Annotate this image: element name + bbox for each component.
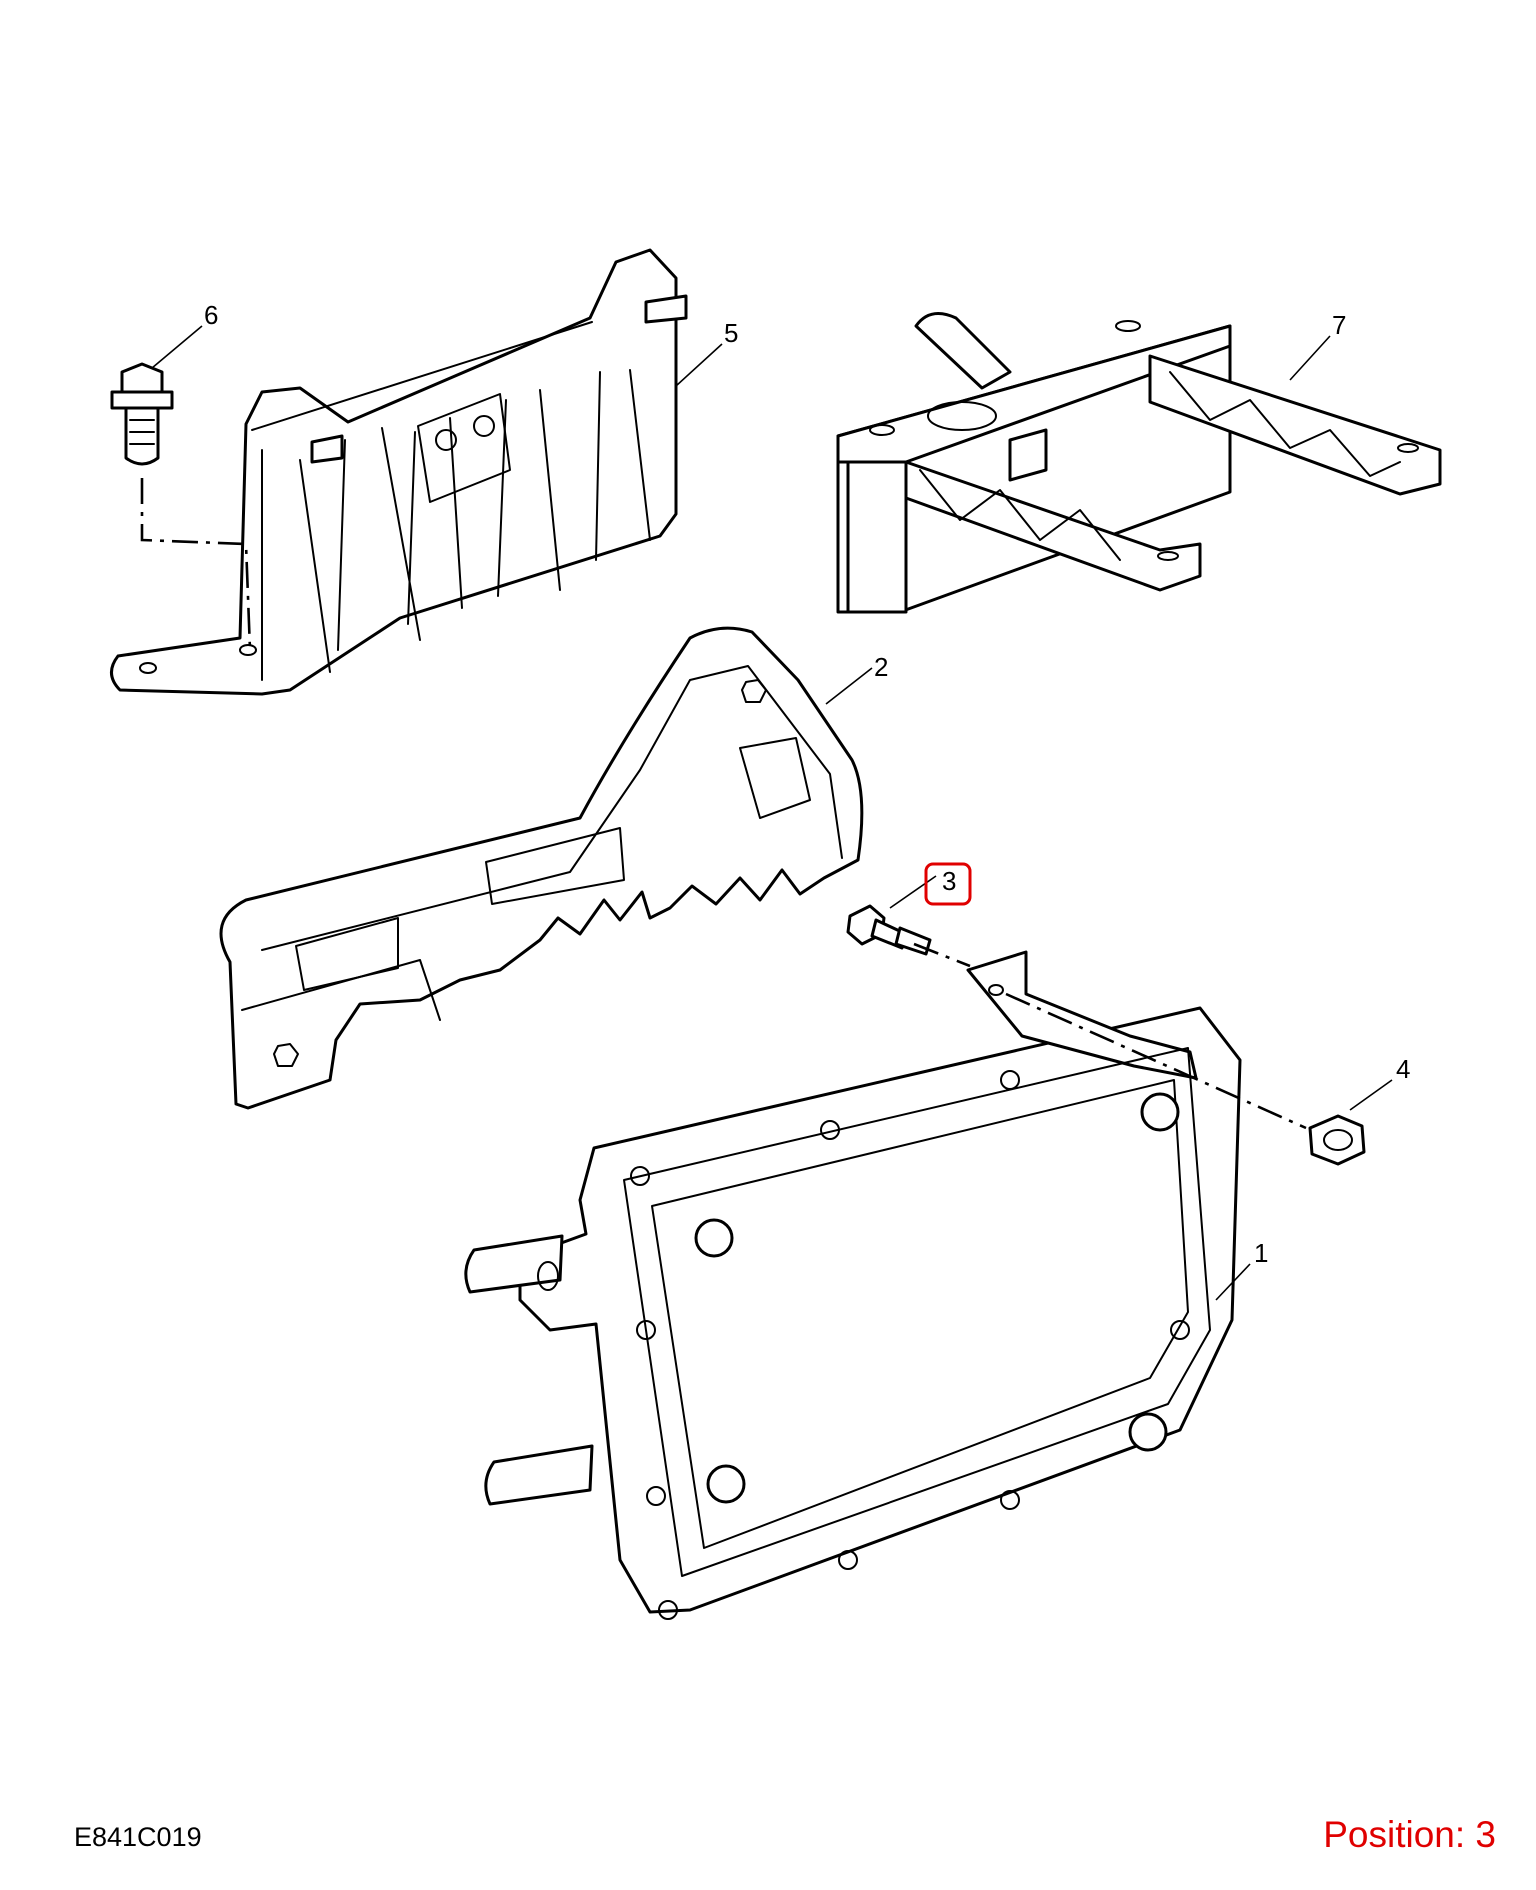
part-5-bracket[interactable] <box>110 248 688 696</box>
callout-5: 5 <box>724 318 738 348</box>
leader-7 <box>1289 335 1331 381</box>
callout-7: 7 <box>1332 310 1346 340</box>
leader-1 <box>1215 1263 1251 1301</box>
leader-2 <box>825 667 873 705</box>
position-indicator: Position: 3 <box>1323 1814 1496 1855</box>
drawing-code: E841C019 <box>74 1822 202 1852</box>
callout-6: 6 <box>204 300 218 330</box>
part-4-nut[interactable] <box>1308 1114 1366 1166</box>
part-2-heat-shield[interactable] <box>219 626 864 1110</box>
part-7-frame[interactable] <box>836 312 1442 614</box>
callout-1: 1 <box>1254 1238 1268 1268</box>
assembly-line-bolt-3 <box>913 942 971 968</box>
part-1-converter-module[interactable] <box>464 950 1242 1620</box>
leader-4 <box>1349 1079 1393 1111</box>
leader-6 <box>151 325 203 369</box>
callout-2: 2 <box>874 652 888 682</box>
callout-3: 3 <box>942 866 956 896</box>
assembly-line-bolt-6 <box>140 478 252 651</box>
assembly-line-nut-4 <box>1005 992 1307 1130</box>
leader-3 <box>889 875 937 909</box>
part-6-bolt[interactable] <box>110 362 174 466</box>
callout-3-highlight <box>924 862 972 906</box>
callout-4: 4 <box>1396 1054 1410 1084</box>
leader-5 <box>675 343 723 387</box>
